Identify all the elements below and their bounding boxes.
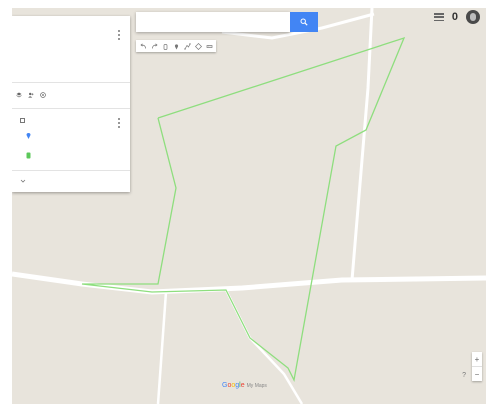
help-button[interactable]: ? [462, 372, 466, 379]
panel-divider [12, 82, 130, 83]
road-south-1 [156, 291, 168, 404]
directions-tool[interactable] [193, 41, 203, 51]
layer-item-line[interactable] [26, 152, 34, 159]
panel-actions [16, 92, 48, 98]
logo-g3: o [231, 382, 236, 389]
hand-icon [163, 43, 167, 50]
logo-g6: e [240, 382, 245, 389]
add-layer-icon [16, 92, 22, 98]
select-tool[interactable] [160, 41, 170, 51]
chevron-down-icon [20, 179, 26, 183]
zoom-separator [472, 366, 482, 367]
road-vertical [350, 8, 374, 281]
road-main [12, 271, 486, 295]
logo-g5: l [239, 382, 241, 389]
logo-g1: G [222, 382, 228, 389]
avatar[interactable] [466, 10, 480, 24]
directions-icon [194, 42, 202, 50]
logo-product: My Maps [246, 383, 267, 389]
logo-g2: o [227, 382, 232, 389]
kebab-dot [118, 126, 120, 128]
search-icon [300, 18, 308, 26]
layer-item-style[interactable] [26, 132, 34, 139]
hamburger-menu-icon[interactable] [433, 13, 444, 21]
panel-divider [12, 170, 130, 171]
kebab-dot [118, 38, 120, 40]
undo-icon [139, 43, 146, 49]
zoom-controls: + − [472, 352, 482, 381]
notification-count[interactable]: 0 [451, 11, 458, 23]
marker-icon [174, 43, 178, 49]
map-options-button[interactable] [116, 30, 122, 40]
kebab-dot [118, 118, 120, 120]
road-top [221, 12, 375, 40]
draw-line-icon [183, 42, 191, 50]
layer-options-button[interactable] [116, 118, 122, 128]
preview-button[interactable] [40, 92, 48, 98]
menu-line [433, 16, 444, 18]
draw-line-tool[interactable] [182, 41, 192, 51]
redo-icon [151, 43, 158, 49]
share-button[interactable] [28, 92, 36, 98]
kebab-dot [118, 34, 120, 36]
panel-divider [12, 108, 130, 109]
marker-icon [26, 133, 31, 139]
search-input[interactable] [136, 12, 290, 32]
layer-header[interactable] [20, 118, 28, 123]
layer-checkbox[interactable] [20, 118, 25, 123]
zoom-in-button[interactable]: + [474, 354, 480, 364]
measure-tool[interactable] [204, 41, 214, 51]
map-details-panel [12, 16, 130, 192]
map-toolbar [136, 40, 216, 52]
kebab-dot [118, 122, 120, 124]
zoom-out-button[interactable]: − [474, 369, 480, 379]
add-layer-button[interactable] [16, 92, 24, 98]
drawn-route-line[interactable] [81, 36, 406, 383]
ruler-icon [206, 44, 212, 48]
menu-line [433, 19, 444, 21]
search-button[interactable] [290, 12, 318, 32]
account-bar: 0 [433, 10, 480, 24]
kebab-dot [118, 30, 120, 32]
undo-button[interactable] [138, 41, 148, 51]
share-icon [28, 92, 34, 98]
logo-g4: g [235, 382, 240, 389]
preview-icon [40, 92, 46, 98]
redo-button[interactable] [149, 41, 159, 51]
add-marker-tool[interactable] [171, 41, 181, 51]
line-icon [26, 152, 31, 159]
base-map-row[interactable] [20, 178, 29, 184]
menu-line [433, 13, 444, 15]
